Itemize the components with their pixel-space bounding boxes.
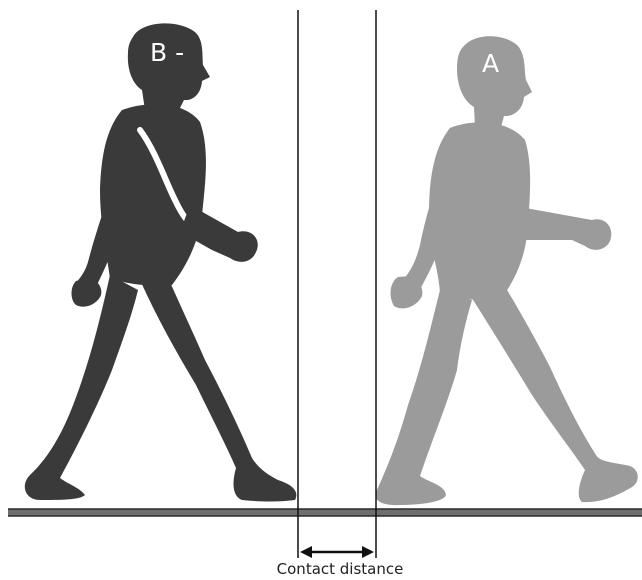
walker-b-label: B - xyxy=(150,38,184,67)
walker-a-silhouette xyxy=(375,36,637,505)
ground-line xyxy=(8,509,642,516)
walker-b-silhouette xyxy=(25,23,297,501)
contact-distance-arrow xyxy=(300,546,374,558)
walker-a-label: A xyxy=(482,49,499,78)
contact-distance-label: Contact distance xyxy=(250,560,430,578)
